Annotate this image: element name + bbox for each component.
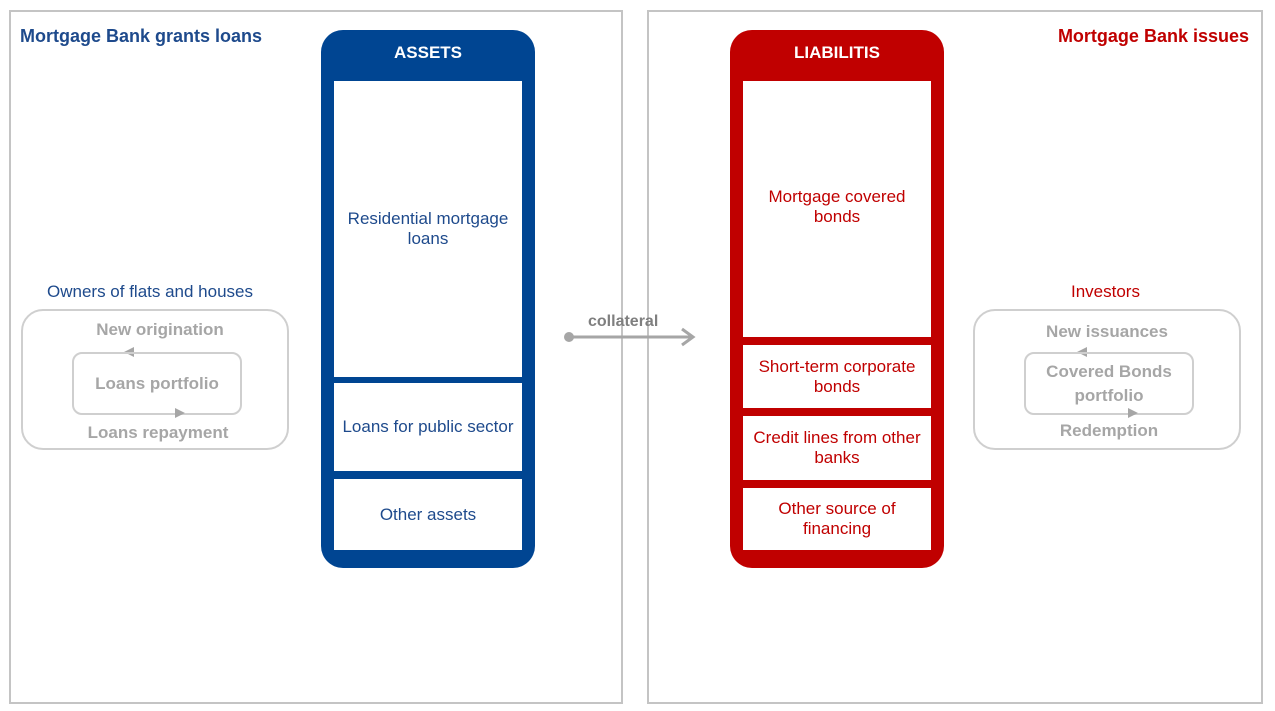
loans-cycle-bottom-label: Loans repayment <box>87 423 229 442</box>
liabilities-item-other-financing: Other source of financing <box>743 488 931 550</box>
loans-cycle-outer-loop <box>21 309 289 450</box>
liabilities-column: LIABILITIS Mortgage covered bonds Short-… <box>730 30 944 568</box>
owners-label: Owners of flats and houses <box>47 282 254 301</box>
investors-label: Investors <box>1071 282 1140 301</box>
bonds-cycle-top-label: New issuances <box>1046 322 1168 341</box>
assets-item-loans-public-sector: Loans for public sector <box>334 383 522 471</box>
covered-bonds-portfolio-box: Covered Bonds portfolio <box>1024 352 1194 415</box>
liabilities-header: LIABILITIS <box>794 43 880 62</box>
collateral-label: collateral <box>588 313 659 330</box>
assets-item-other-assets: Other assets <box>334 479 522 550</box>
liabilities-item-credit-lines: Credit lines from other banks <box>743 416 931 480</box>
assets-header: ASSETS <box>393 43 463 62</box>
liabilities-item-mortgage-covered-bonds: Mortgage covered bonds <box>743 81 931 337</box>
bonds-cycle-arrow-right-icon <box>1128 408 1138 418</box>
collateral-arrow-icon <box>564 327 696 347</box>
loans-portfolio-box: Loans portfolio <box>72 352 242 415</box>
loans-cycle-top-label: New origination <box>96 320 224 339</box>
loans-cycle-arrow-right-icon <box>175 408 185 418</box>
left-panel-frame <box>9 10 623 704</box>
bonds-cycle-outer-loop <box>973 309 1241 450</box>
liabilities-item-short-term-corporate-bonds: Short-term corporate bonds <box>743 345 931 408</box>
bonds-cycle-bottom-label: Redemption <box>1059 421 1159 440</box>
assets-item-residential-mortgage-loans: Residential mortgage loans <box>334 81 522 377</box>
assets-column: ASSETS Residential mortgage loans Loans … <box>321 30 535 568</box>
right-panel-frame <box>647 10 1263 704</box>
left-panel-title: Mortgage Bank grants loans <box>20 26 263 46</box>
right-panel-title: Mortgage Bank issues <box>1057 26 1249 46</box>
